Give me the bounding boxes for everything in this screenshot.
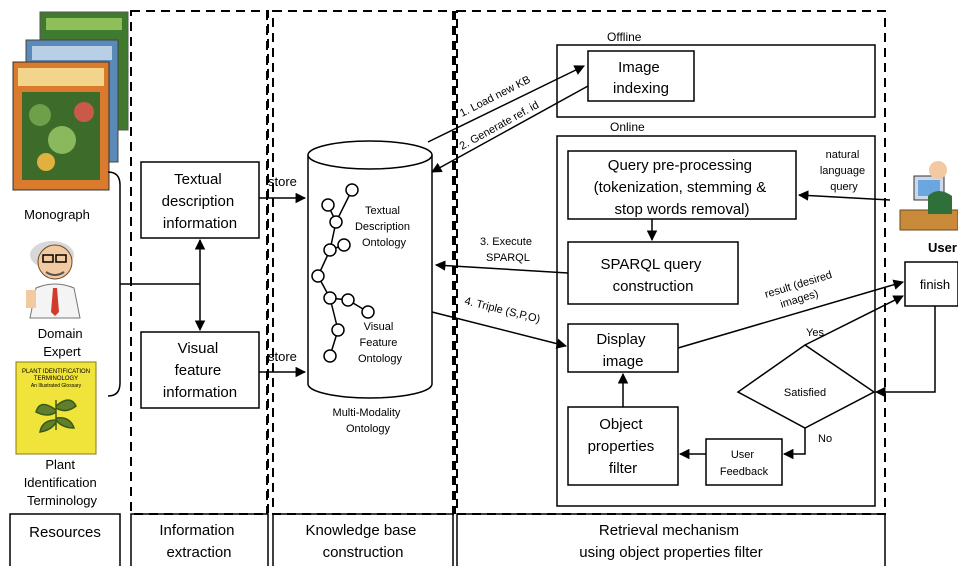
no-path-arrow bbox=[782, 428, 806, 460]
query-preprocessing-box: Query pre-processing (tokenization, stem… bbox=[567, 150, 797, 220]
online-panel bbox=[556, 135, 876, 507]
monograph-books-image bbox=[12, 11, 129, 191]
svg-text:TERMINOLOGY: TERMINOLOGY bbox=[34, 376, 78, 382]
monograph-label: Monograph bbox=[24, 207, 90, 222]
svg-text:Visual feature inf: Visual feature information bbox=[163, 340, 237, 401]
svg-text:Query pre-processing (to: Query pre-processing (tokenization, stem… bbox=[594, 157, 771, 218]
sparql-construction-box: SPARQL query construction bbox=[567, 241, 739, 305]
plant-terminology-label: Plant Identification Terminology bbox=[24, 457, 101, 508]
domain-expert-label: Domain Expert bbox=[38, 326, 86, 359]
svg-text:SPARQL query constructio: SPARQL query construction bbox=[600, 256, 705, 295]
online-label: Online bbox=[610, 120, 645, 134]
user-label: User bbox=[928, 240, 957, 255]
no-label: No bbox=[818, 433, 832, 445]
svg-text:Display image: Display image bbox=[596, 331, 649, 370]
user-feedback-box: User Feedback bbox=[705, 438, 783, 486]
svg-text:finish: finish bbox=[920, 277, 950, 292]
user-computer-image bbox=[899, 161, 958, 231]
column-label-resources: Resources bbox=[29, 524, 101, 541]
execute-sparql-label: 3. Execute SPARQL bbox=[480, 236, 535, 264]
svg-text:Satisfied: Satisfied bbox=[784, 387, 826, 399]
satisfied-decision: Satisfied bbox=[736, 344, 876, 429]
natural-query-label: natural language query bbox=[820, 149, 868, 193]
visual-feature-box: Visual feature information bbox=[140, 331, 260, 409]
display-image-box: Display image bbox=[567, 323, 679, 373]
offline-label: Offline bbox=[607, 30, 642, 44]
svg-text:Object properties: Object properties filter bbox=[588, 416, 659, 477]
textual-description-box: Textual description information bbox=[140, 161, 260, 239]
object-properties-filter-box: Object properties filter bbox=[567, 406, 679, 486]
result-label: result (desired images) bbox=[763, 268, 840, 314]
plant-terminology-book-image: PLANT IDENTIFICATION TERMINOLOGY An Illu… bbox=[15, 361, 97, 455]
natural-query-arrow bbox=[797, 190, 891, 201]
image-indexing-box: Image indexing bbox=[587, 50, 695, 102]
svg-text:Image indexing: Image indexing bbox=[613, 59, 669, 97]
result-arrow bbox=[677, 279, 905, 349]
column-label-retrieval: Retrieval mechanism using object propert… bbox=[579, 522, 762, 561]
triple-label: 4. Triple (S,P,O) bbox=[463, 295, 541, 325]
resources-brace bbox=[107, 171, 200, 397]
store-label-textual: store bbox=[268, 174, 297, 189]
svg-text:Textual description: Textual description information bbox=[162, 171, 239, 232]
finish-to-satisfied-arrow bbox=[874, 306, 936, 398]
svg-text:User Feedback: User Feedback bbox=[720, 449, 769, 478]
textual-ontology-label: Textual Description Ontology bbox=[355, 205, 413, 249]
svg-text:PLANT IDENTIFICATION: PLANT IDENTIFICATION bbox=[22, 369, 90, 375]
column-label-information-extraction: Information extraction bbox=[159, 522, 238, 561]
yes-label: Yes bbox=[806, 327, 824, 339]
ontology-tree-graph bbox=[311, 183, 375, 363]
multi-modality-label: Multi-Modality Ontology bbox=[333, 407, 404, 435]
column-label-knowledge-base: Knowledge base construction bbox=[305, 522, 420, 561]
load-kb-arrow bbox=[427, 65, 585, 143]
finish-box: finish bbox=[904, 261, 958, 307]
visual-ontology-label: Visual Feature Ontology bbox=[358, 321, 403, 365]
generate-ref-arrow bbox=[431, 85, 589, 173]
svg-text:An Illustrated Glossary: An Illustrated Glossary bbox=[31, 383, 82, 389]
triple-arrow bbox=[431, 311, 568, 349]
store-label-visual: store bbox=[268, 349, 297, 364]
yes-path-arrow bbox=[804, 295, 904, 346]
offline-panel bbox=[556, 44, 876, 118]
execute-sparql-arrow bbox=[434, 260, 569, 274]
domain-expert-image bbox=[26, 241, 81, 319]
